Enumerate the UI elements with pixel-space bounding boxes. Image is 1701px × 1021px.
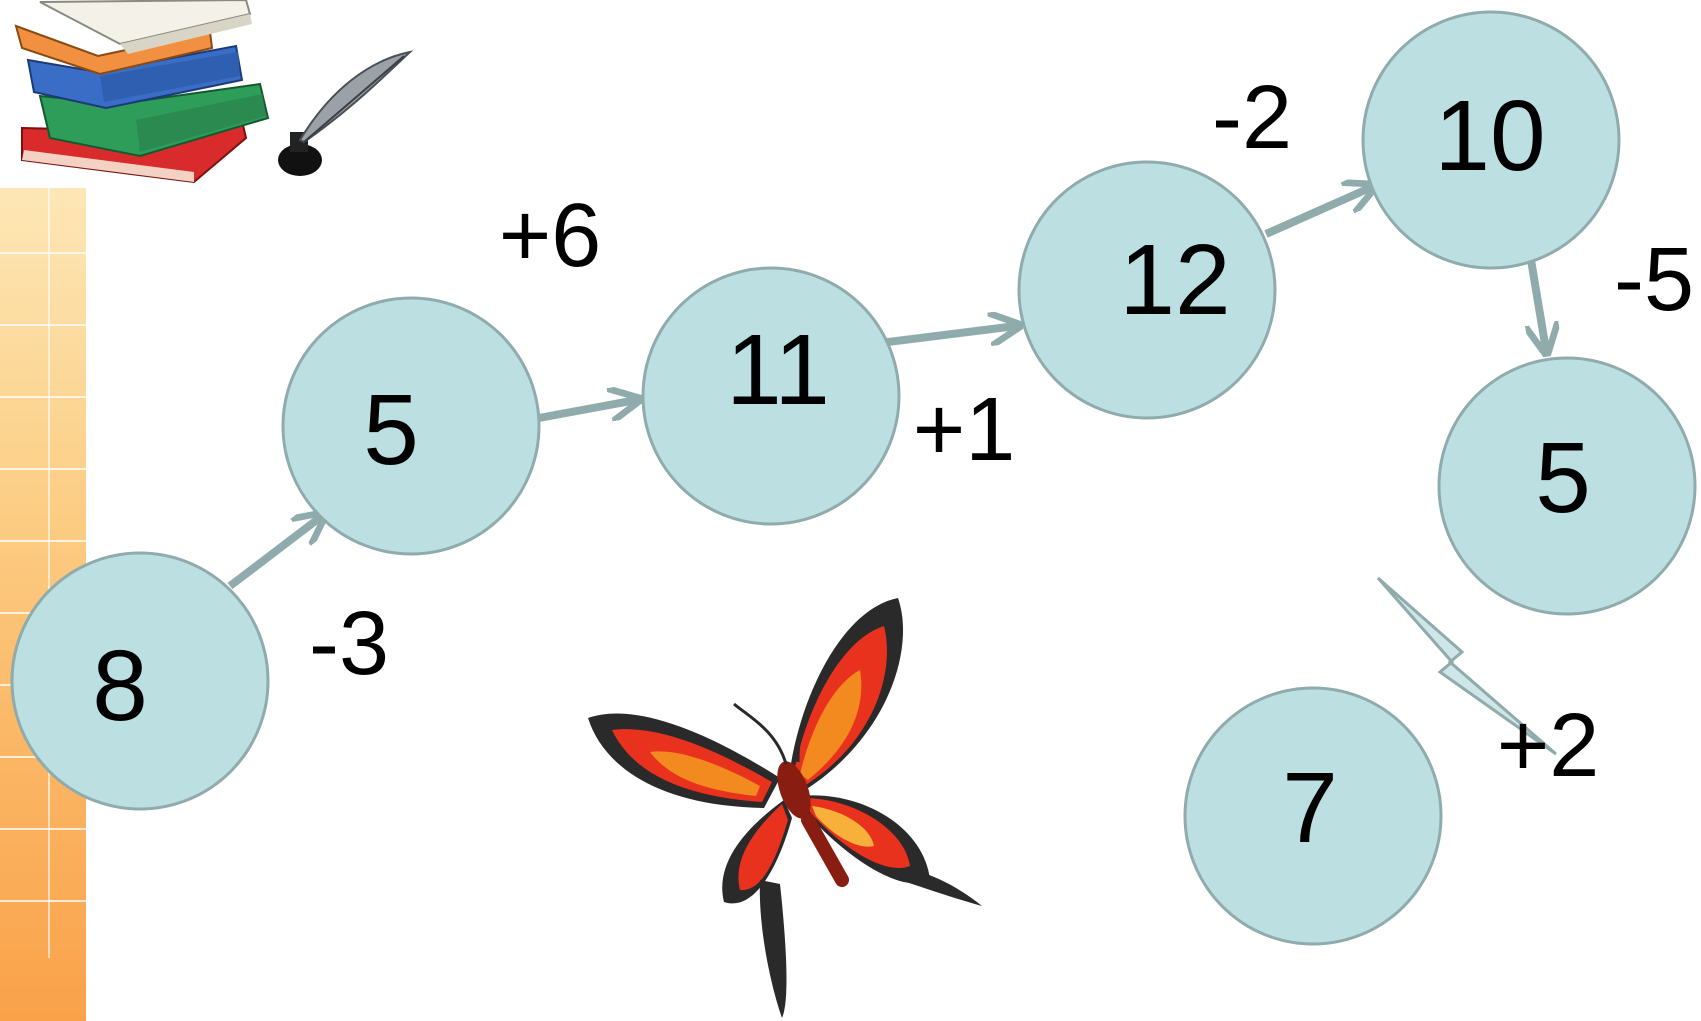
step-label: +1 <box>913 380 1016 480</box>
node-value: 7 <box>1282 752 1338 864</box>
arrow-8-to-5 <box>227 516 322 590</box>
node-value: 8 <box>92 630 148 742</box>
books-with-quill-icon <box>14 0 414 184</box>
node-value: 5 <box>1535 422 1591 534</box>
chain-node: 5 <box>1437 356 1697 616</box>
node-value: 10 <box>1434 80 1545 192</box>
node-value: 5 <box>363 374 419 486</box>
chain-node: 7 <box>1183 686 1443 946</box>
arrow-5-to-7 <box>1376 576 1557 756</box>
step-label: +6 <box>499 186 602 286</box>
chain-node: 5 <box>281 296 541 556</box>
chain-node: 12 <box>1017 160 1277 420</box>
butterfly-icon <box>588 598 982 1018</box>
step-label: -2 <box>1212 68 1292 168</box>
chain-node: 10 <box>1361 10 1621 270</box>
chain-node: 11 <box>641 266 901 526</box>
node-value: 12 <box>1119 224 1230 336</box>
arrow-5-to-11 <box>527 400 636 424</box>
node-value: 11 <box>726 314 830 426</box>
step-label: +2 <box>1497 696 1600 796</box>
arrow-12-to-10 <box>1264 187 1372 238</box>
step-label: -3 <box>309 594 389 694</box>
step-label: -5 <box>1614 230 1694 330</box>
chain-node: 8 <box>10 551 270 811</box>
